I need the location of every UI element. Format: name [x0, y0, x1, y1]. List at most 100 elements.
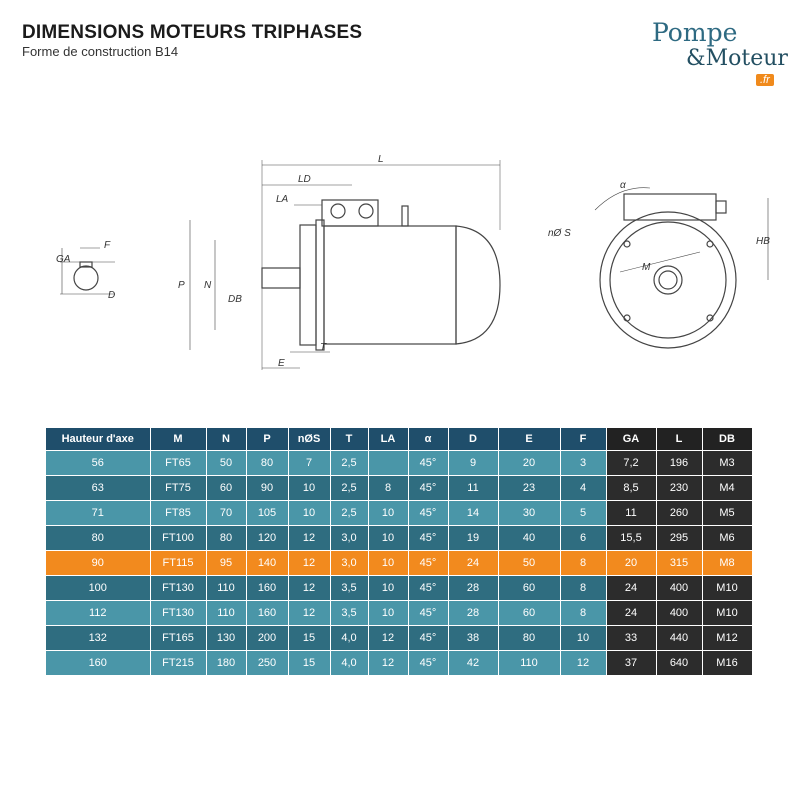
brand-logo[interactable]: Pompe &Moteur .fr [650, 16, 788, 96]
table-cell: 3,5 [330, 600, 369, 626]
table-cell: FT215 [150, 650, 207, 676]
logo-word-moteur: &Moteur [686, 46, 788, 71]
table-cell: 5 [560, 500, 607, 526]
table-cell: M12 [702, 625, 753, 651]
table-cell: 11 [448, 475, 499, 501]
table-cell: 24 [606, 600, 657, 626]
column-header: F [560, 428, 607, 451]
dim-label-p: P [178, 280, 185, 291]
table-cell: 8 [368, 475, 409, 501]
table-cell: 23 [498, 475, 561, 501]
dim-label-d: D [108, 290, 115, 301]
table-cell: 8 [560, 575, 607, 601]
table-cell: 4,0 [330, 650, 369, 676]
table-cell: 45° [408, 450, 449, 476]
table-cell: 60 [498, 575, 561, 601]
motor-front-view [594, 187, 769, 349]
table-cell: 63 [46, 475, 151, 501]
table-cell: 3,5 [330, 575, 369, 601]
table-cell: 19 [448, 525, 499, 551]
table-cell: 12 [368, 625, 409, 651]
table-cell: 42 [448, 650, 499, 676]
table-cell: 12 [288, 550, 331, 576]
table-cell: 90 [46, 550, 151, 576]
table-cell: 8 [560, 600, 607, 626]
table-cell: 20 [498, 450, 561, 476]
table-cell: FT100 [150, 525, 207, 551]
table-cell: 295 [656, 525, 703, 551]
table-cell: 28 [448, 600, 499, 626]
table-cell: FT75 [150, 475, 207, 501]
table-cell: 260 [656, 500, 703, 526]
table-cell: 12 [288, 525, 331, 551]
table-cell: 10 [368, 525, 409, 551]
table-cell: 80 [498, 625, 561, 651]
table-cell: 130 [206, 625, 247, 651]
table-cell: 40 [498, 525, 561, 551]
table-cell: M3 [702, 450, 753, 476]
dim-label-hb: HB [756, 236, 770, 247]
table-cell: 110 [206, 575, 247, 601]
table-cell: 196 [656, 450, 703, 476]
table-cell: FT130 [150, 600, 207, 626]
table-cell: 105 [246, 500, 289, 526]
dim-label-f: F [104, 240, 111, 251]
table-cell: 50 [206, 450, 247, 476]
column-header: α [408, 428, 449, 451]
table-cell: 2,5 [330, 475, 369, 501]
dim-label-la: LA [276, 194, 289, 205]
table-cell: 71 [46, 500, 151, 526]
column-header: M [150, 428, 207, 451]
column-header: N [206, 428, 247, 451]
table-cell: 8 [560, 550, 607, 576]
table-cell: 180 [206, 650, 247, 676]
table-cell: 160 [46, 650, 151, 676]
dim-label-ns: nØ S [548, 228, 571, 239]
dim-label-db: DB [228, 294, 242, 305]
column-header: D [448, 428, 499, 451]
logo-word-pompe: Pompe [652, 18, 738, 47]
column-header: P [246, 428, 289, 451]
table-cell: 15 [288, 650, 331, 676]
table-cell: M6 [702, 525, 753, 551]
table-cell: 80 [206, 525, 247, 551]
table-cell: 20 [606, 550, 657, 576]
dim-label-t: T [320, 342, 327, 353]
table-cell: 4,0 [330, 625, 369, 651]
table-cell: 38 [448, 625, 499, 651]
table-cell: 45° [408, 525, 449, 551]
table-cell: 160 [246, 575, 289, 601]
table-cell: 10 [288, 500, 331, 526]
column-header: GA [606, 428, 657, 451]
table-cell: 120 [246, 525, 289, 551]
table-cell: 10 [368, 500, 409, 526]
table-cell: 45° [408, 575, 449, 601]
table-cell: 6 [560, 525, 607, 551]
table-cell: 400 [656, 575, 703, 601]
table-cell: 440 [656, 625, 703, 651]
table-cell: 80 [246, 450, 289, 476]
table-cell: 56 [46, 450, 151, 476]
dim-label-alpha: α [620, 180, 626, 191]
table-cell: 45° [408, 600, 449, 626]
dim-label-l: L [378, 154, 384, 165]
column-header: LA [368, 428, 409, 451]
table-cell: 60 [206, 475, 247, 501]
page-subtitle: Forme de construction B14 [22, 44, 179, 59]
table-cell: 45° [408, 650, 449, 676]
table-cell: 10 [368, 575, 409, 601]
column-header: E [498, 428, 561, 451]
table-cell: FT65 [150, 450, 207, 476]
table-cell: 95 [206, 550, 247, 576]
table-cell: 4 [560, 475, 607, 501]
table-cell: M10 [702, 575, 753, 601]
table-cell: FT115 [150, 550, 207, 576]
